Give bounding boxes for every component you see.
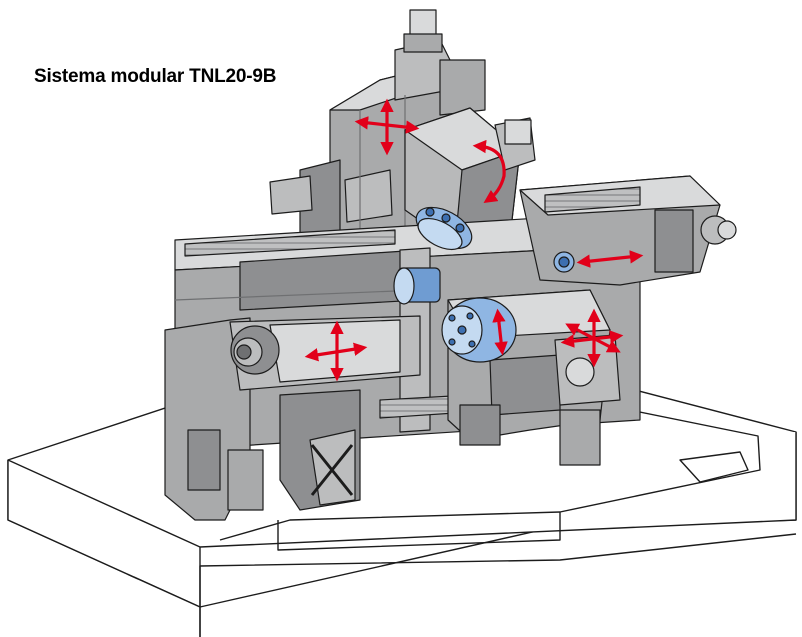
cross-arrow-icon	[304, 320, 368, 382]
cross-arrow-icon	[560, 308, 624, 368]
upper-tool-disc	[415, 206, 473, 251]
middle-tool-cylinder	[393, 267, 441, 305]
linear-arrow-icon	[576, 250, 644, 268]
sub-spindle-unit	[519, 175, 737, 286]
diagram-title: Sistema modular TNL20-9B	[34, 66, 277, 87]
rotary-arrow-icon	[472, 139, 506, 203]
cross-arrow-icon	[354, 98, 420, 156]
linear-arrow-icon	[492, 308, 508, 356]
